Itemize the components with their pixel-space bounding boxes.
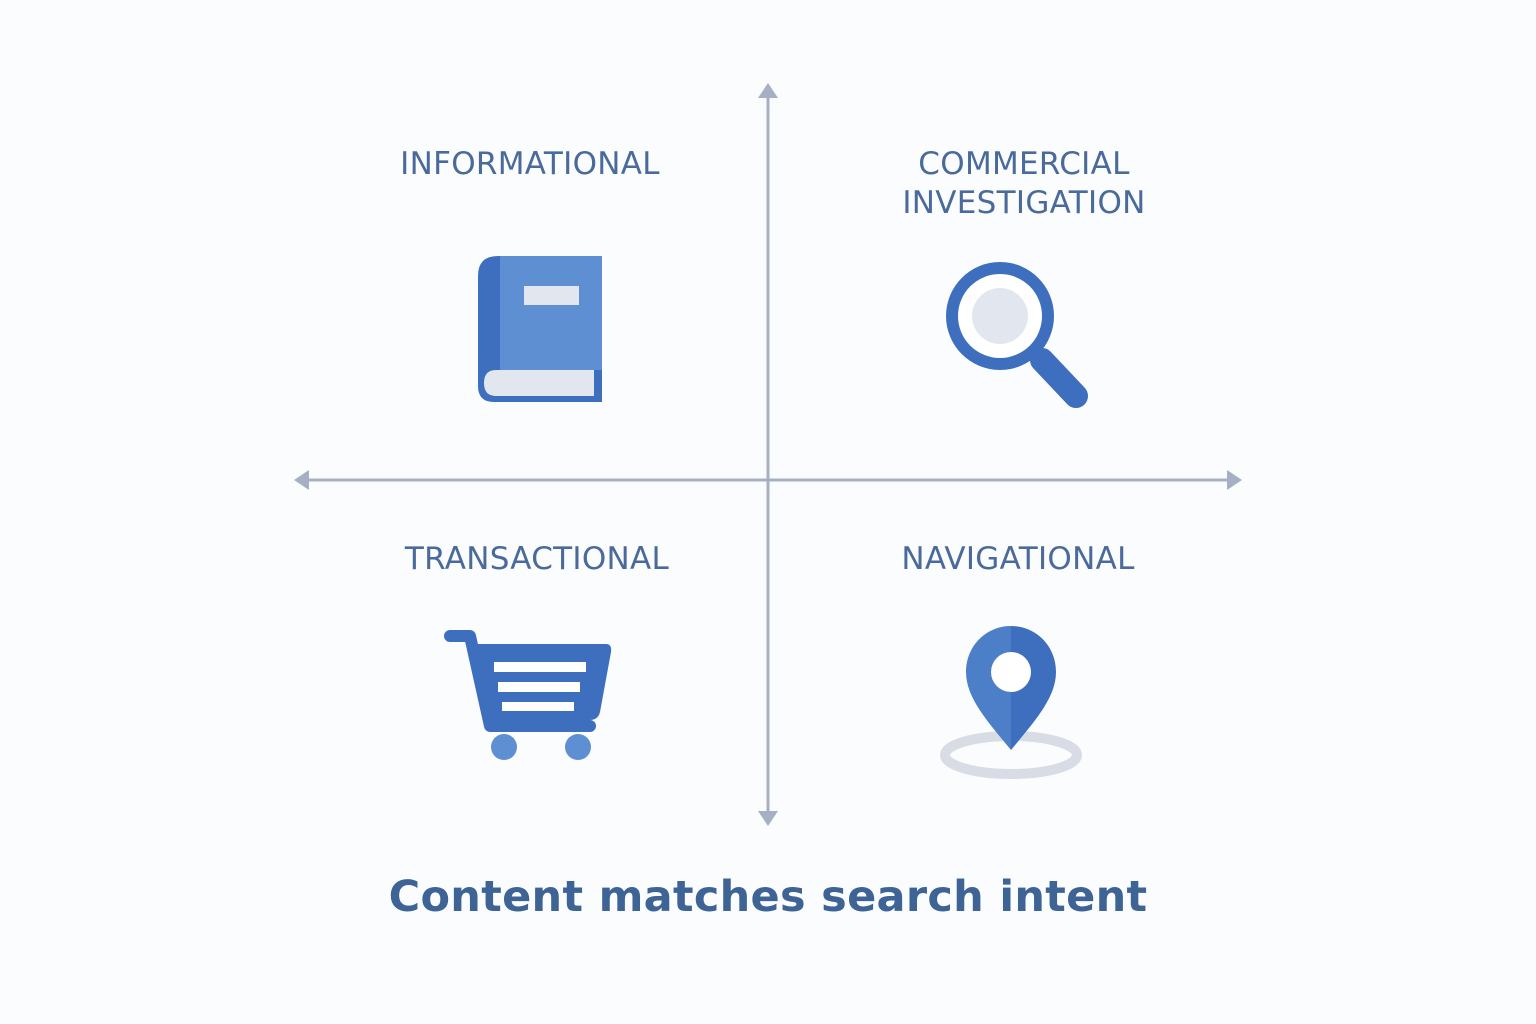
vertical-axis-bottom-arrow — [758, 811, 778, 826]
horizontal-axis-right-arrow — [1227, 470, 1242, 490]
informational-label: INFORMATIONAL — [400, 146, 660, 182]
horizontal-axis-left-arrow — [294, 470, 309, 490]
caption: Content matches search intent — [388, 872, 1148, 922]
navigational-label: NAVIGATIONAL — [901, 541, 1135, 577]
shopping-cart-icon — [444, 630, 612, 760]
commercial-investigation-label: COMMERCIAL INVESTIGATION — [902, 146, 1146, 221]
transactional-label: TRANSACTIONAL — [404, 541, 670, 577]
book-icon — [478, 256, 602, 402]
location-pin-icon — [940, 626, 1082, 779]
magnifier-icon — [946, 262, 1088, 408]
vertical-axis-top-arrow — [758, 83, 778, 98]
